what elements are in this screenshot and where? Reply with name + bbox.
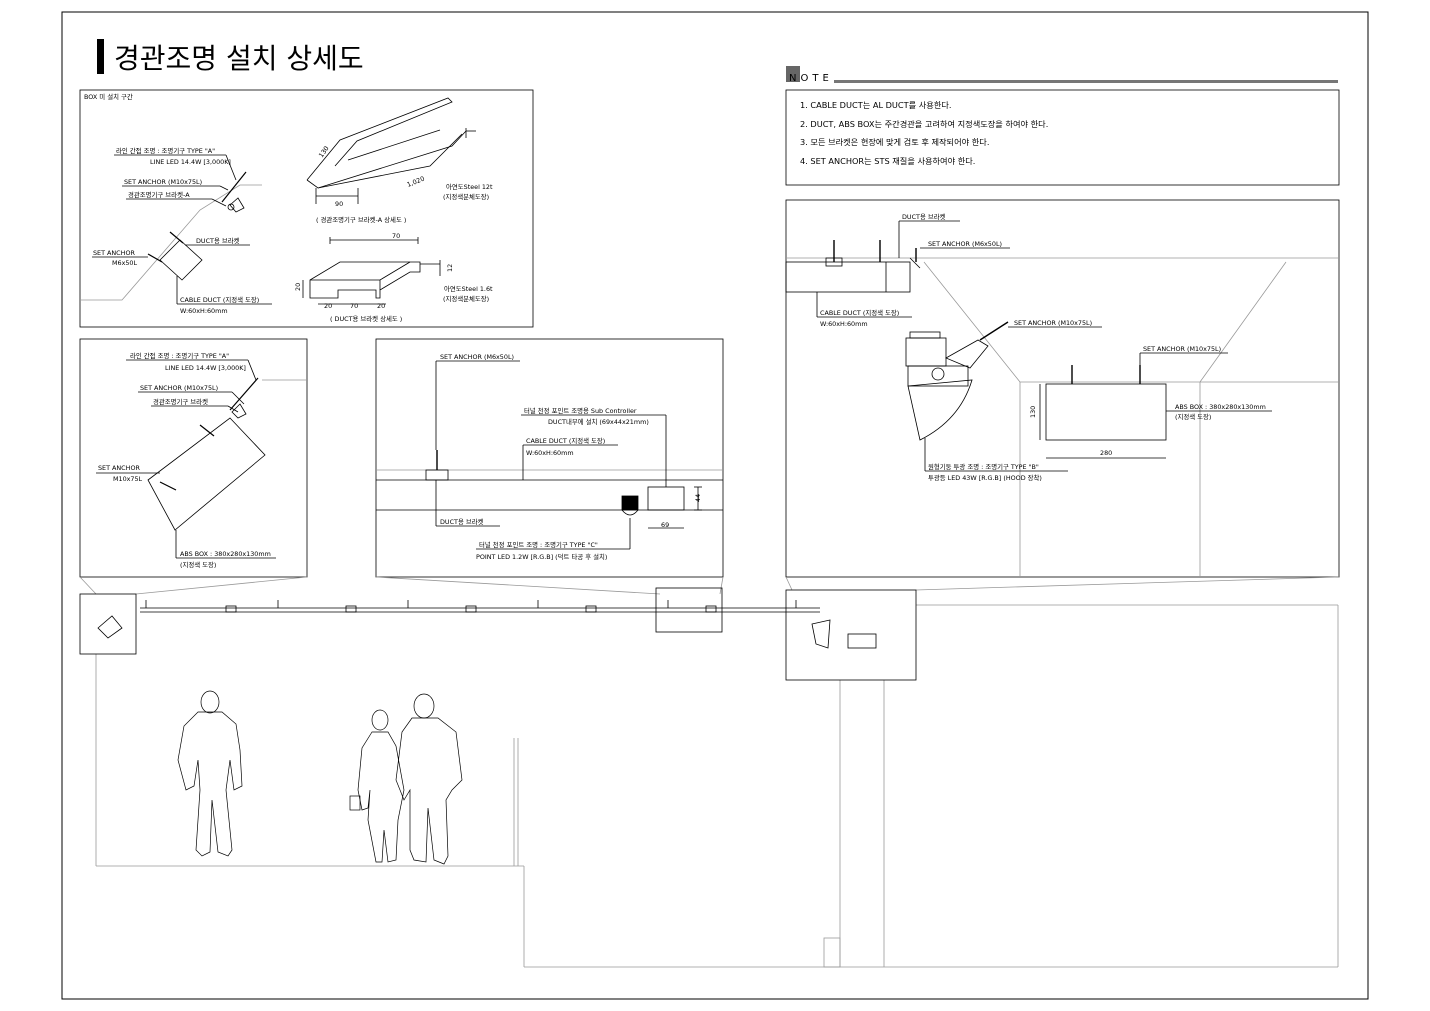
person-figure-man — [395, 693, 463, 865]
label-line-led: LINE LED 14.4W [3,000K] — [150, 158, 231, 166]
label-steel-16t-paint: (지정색분체도장) — [443, 294, 489, 303]
label-point-light: 터널 천정 포인트 조명 : 조명기구 TYPE "C" — [479, 540, 598, 549]
dim-69: 69 — [661, 521, 669, 529]
note-item: 1. CABLE DUCT는 AL DUCT를 사용한다. — [800, 100, 952, 110]
label-pillar-light: 원형기둥 투광 조명 : 조명기구 TYPE "B" — [928, 462, 1039, 471]
tunnel-elevation — [79, 576, 1340, 968]
person-figure-left — [177, 690, 243, 857]
panel-right: 130 280 DUCT용 브라켓 SET ANCHOR (M6x50L) CA… — [785, 199, 1340, 578]
label-bracket: 경관조명기구 브라켓 — [153, 397, 208, 406]
dim-20-b: 20 — [377, 302, 385, 310]
sheet-border — [61, 11, 1369, 1000]
dim-90: 90 — [335, 200, 343, 208]
label-duct-bracket: DUCT용 브라켓 — [440, 517, 484, 526]
label-abs-box: ABS BOX : 380x280x130mm — [180, 550, 271, 558]
label-set-anchor-m6: SET ANCHOR (M6x50L) — [928, 240, 1002, 248]
label-set-anchor-m10: SET ANCHOR — [98, 464, 140, 472]
person-figure-woman — [349, 709, 405, 863]
panel-mid-center: 44 69 SET ANCHOR (M6x50L) 터널 천정 포인트 조명용 … — [375, 338, 724, 578]
note-heading: NOTE — [789, 73, 833, 84]
label-steel-12t: 아연도Steel 12t — [446, 182, 493, 191]
note-header: NOTE — [786, 66, 1338, 84]
note-item: 3. 모든 브라켓은 현장에 맞게 검토 후 제작되어야 한다. — [800, 137, 989, 147]
note-list: 1. CABLE DUCT는 AL DUCT를 사용한다. 2. DUCT, A… — [800, 100, 1048, 166]
dim-70-b: 70 — [350, 302, 358, 310]
dim-70: 70 — [392, 232, 400, 240]
label-set-anchor: SET ANCHOR (M10x75L) — [124, 178, 202, 186]
label-set-anchor-m6: SET ANCHOR — [93, 249, 135, 257]
label-set-anchor-m10-b: SET ANCHOR (M10x75L) — [1143, 345, 1221, 353]
label-cable-duct: CABLE DUCT (지정색 도장) — [180, 295, 259, 304]
panel-top-left: BOX 미 설치 구간 라인 간접 조명 : 조명기구 TYPE "A" LIN… — [79, 89, 534, 328]
label-light-type-a: 라인 간접 조명 : 조명기구 TYPE "A" — [130, 351, 229, 360]
label-set-anchor: SET ANCHOR (M6x50L) — [440, 353, 514, 361]
page-title: 경관조명 설치 상세도 — [114, 42, 364, 75]
label-steel-12t-paint: (지정색분체도장) — [443, 192, 489, 201]
caption-bracket-a-detail: ( 경관조명기구 브라켓-A 상세도 ) — [316, 215, 406, 224]
dim-20-side: 20 — [294, 283, 302, 291]
dim-280: 280 — [1100, 449, 1112, 457]
label-light-type-a: 라인 간접 조명 : 조명기구 TYPE "A" — [116, 146, 215, 155]
panel-caption: BOX 미 설치 구간 — [84, 92, 133, 101]
label-bracket-a: 경관조명기구 브라켓-A — [128, 190, 190, 199]
ceiling-duct-line — [79, 587, 917, 681]
dim-1020: 1,020 — [406, 175, 426, 189]
note-item: 2. DUCT, ABS BOX는 주간경관을 고려하여 지정색도장을 하여야 … — [800, 119, 1048, 129]
panel-mid-left: 라인 간접 조명 : 조명기구 TYPE "A" LINE LED 14.4W … — [79, 338, 308, 578]
label-abs-box: ABS BOX : 380x280x130mm — [1175, 403, 1266, 411]
label-duct-bracket: DUCT용 브라켓 — [196, 236, 240, 245]
caption-duct-bracket-detail: ( DUCT용 브라켓 상세도 ) — [330, 314, 402, 323]
dim-20-a: 20 — [324, 302, 332, 310]
label-flood-led: 투광등 LED 43W [R.G.B] (HOOD 장착) — [928, 473, 1042, 482]
label-line-led: LINE LED 14.4W [3,000K] — [165, 364, 246, 372]
label-abs-box-paint: (지정색 도장) — [180, 560, 216, 569]
label-sub-controller-spec: DUCT내부에 설치 (69x44x21mm) — [548, 417, 649, 426]
label-cable-duct: CABLE DUCT (지정색 도장) — [526, 436, 605, 445]
label-duct-size: W:60xH:60mm — [526, 449, 574, 457]
dim-44: 44 — [694, 494, 702, 502]
label-m10x75l: M10x75L — [113, 475, 143, 483]
label-m6x50l: M6x50L — [112, 259, 137, 267]
note-item: 4. SET ANCHOR는 STS 재질을 사용하여야 한다. — [800, 156, 975, 166]
dim-130: 130 — [1029, 406, 1037, 418]
label-abs-box-paint: (지정색 도장) — [1175, 412, 1211, 421]
dim-12: 12 — [446, 264, 454, 272]
label-sub-controller: 터널 천정 포인트 조명용 Sub Controller — [524, 406, 637, 415]
label-cable-duct: CABLE DUCT (지정색 도장) — [820, 308, 899, 317]
label-set-anchor: SET ANCHOR (M10x75L) — [140, 384, 218, 392]
label-point-led: POINT LED 1.2W [R.G.B] (덕트 타공 후 설치) — [476, 552, 607, 561]
label-set-anchor-m10-a: SET ANCHOR (M10x75L) — [1014, 319, 1092, 327]
label-steel-16t: 아연도Steel 1.6t — [444, 284, 493, 293]
note-box — [785, 89, 1340, 186]
label-duct-bracket: DUCT용 브라켓 — [902, 212, 946, 221]
title-bar-mark — [97, 39, 104, 74]
label-duct-size: W:60xH:60mm — [180, 307, 228, 315]
dim-130: 130 — [317, 145, 331, 160]
label-duct-size: W:60xH:60mm — [820, 320, 868, 328]
